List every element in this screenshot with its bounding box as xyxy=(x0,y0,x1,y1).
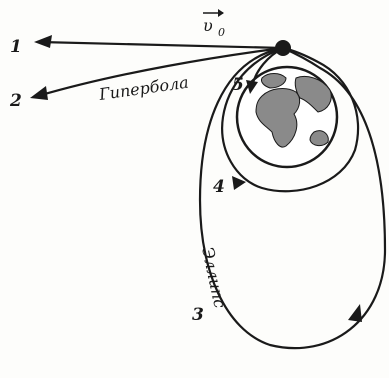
continent-africa xyxy=(255,88,301,148)
ellipse-label: Эллипс xyxy=(198,245,230,310)
continent-europe xyxy=(261,73,287,89)
velocity-subscript: 0 xyxy=(218,26,225,39)
ellipse-orbit-3 xyxy=(198,46,387,350)
earth xyxy=(235,65,339,169)
label-1: 1 xyxy=(10,37,22,57)
label-4: 4 xyxy=(213,177,225,197)
velocity-symbol: υ xyxy=(203,16,213,35)
continent-asia xyxy=(294,76,332,113)
velocity-label: υ 0 xyxy=(203,9,225,39)
arrowhead-4 xyxy=(232,176,246,190)
hyperbola-trajectory-2 xyxy=(36,46,285,98)
label-2: 2 xyxy=(9,91,22,111)
continent-australia xyxy=(309,130,329,147)
satellite xyxy=(275,40,291,56)
trajectory-1 xyxy=(38,40,285,50)
arrowhead-1 xyxy=(34,35,52,48)
arrowhead-2 xyxy=(30,86,48,100)
label-3: 3 xyxy=(192,305,204,325)
arrowhead-3 xyxy=(348,304,362,322)
circular-orbit-4 xyxy=(221,46,360,193)
arrowhead-5 xyxy=(246,80,258,94)
label-5: 5 xyxy=(232,75,244,95)
